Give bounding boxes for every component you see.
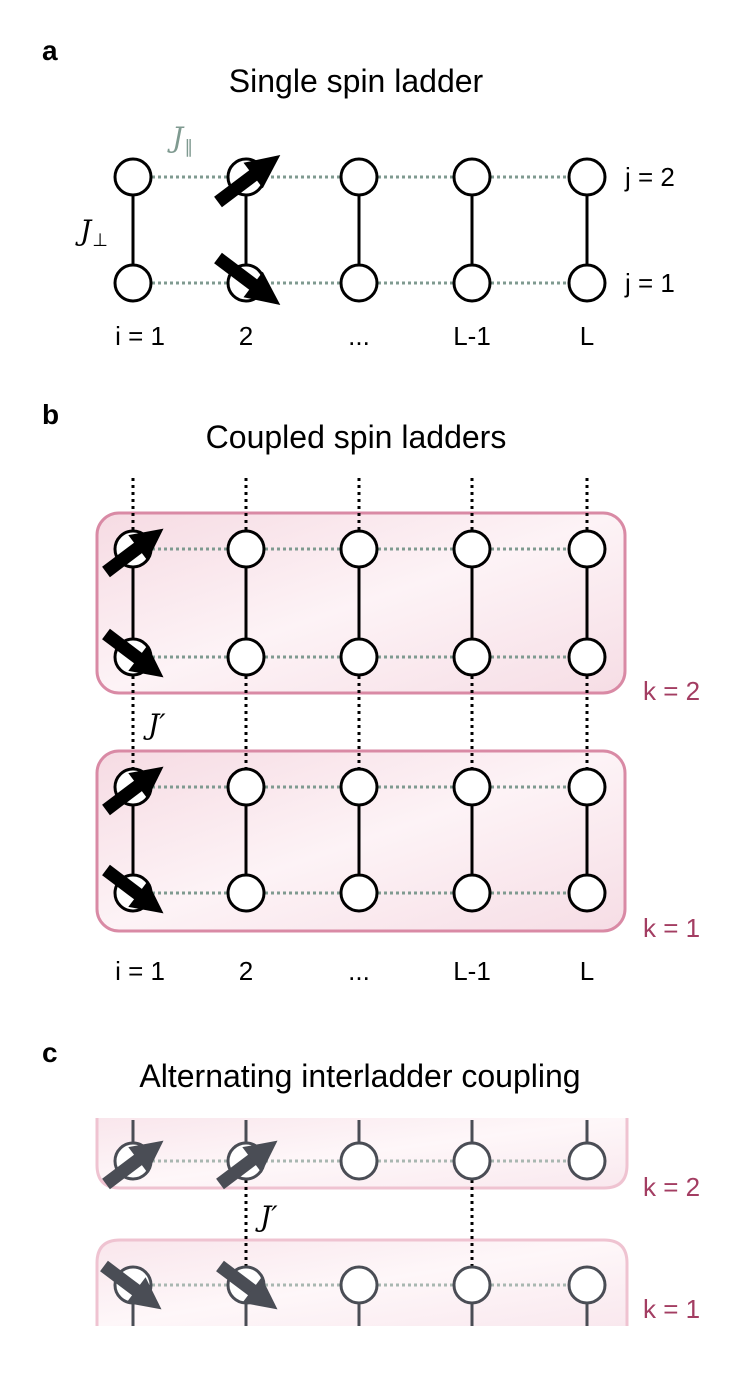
- site-label: i = 1: [115, 956, 165, 986]
- spin-up-arrow-icon: [102, 528, 164, 578]
- panel-b-title: Coupled spin ladders: [206, 419, 507, 455]
- spin-down-arrow-icon: [100, 1260, 162, 1310]
- spin-down-arrow-icon: [102, 864, 164, 914]
- spin-arrows: [214, 155, 281, 305]
- panel-a-title: Single spin ladder: [229, 63, 484, 99]
- sites: [113, 529, 607, 913]
- ladder-label-k1: k = 1: [643, 1294, 700, 1324]
- site: [567, 263, 607, 303]
- row-label-j2: j = 2: [624, 162, 675, 192]
- site: [339, 157, 379, 197]
- rung-bonds: [131, 196, 589, 264]
- site-label: L: [580, 321, 594, 351]
- spin-down-arrow-icon: [214, 252, 281, 305]
- site: [452, 263, 492, 303]
- leg-bonds: [152, 547, 568, 895]
- interladder-bonds: [131, 478, 589, 768]
- spin-up-arrow-icon: [214, 155, 281, 208]
- spin-arrows: [102, 528, 164, 914]
- site-label: ...: [348, 321, 370, 351]
- spin-arrows: [100, 1140, 278, 1310]
- site-label: 2: [239, 956, 253, 986]
- interladder-coupling-label: J′: [143, 708, 166, 741]
- site: [113, 263, 153, 303]
- ladder-label-k2: k = 2: [643, 1172, 700, 1202]
- site: [339, 263, 379, 303]
- row-label-j1: j = 1: [624, 268, 675, 298]
- panel-c: c Alternating interladder coupling: [42, 1037, 700, 1326]
- panel-b-letter: b: [42, 399, 59, 430]
- spin-up-arrow-icon: [216, 1140, 278, 1190]
- leg-bonds: [152, 175, 568, 285]
- site-label: i = 1: [115, 321, 165, 351]
- site: [452, 157, 492, 197]
- spin-up-arrow-icon: [102, 1140, 164, 1190]
- spin-down-arrow-icon: [102, 628, 164, 678]
- panel-a: a Single spin ladder: [42, 35, 675, 351]
- site-label: 2: [239, 321, 253, 351]
- rung-stubs: [131, 1120, 589, 1326]
- site-label: L-1: [453, 956, 491, 986]
- leg-bonds: [152, 1159, 568, 1287]
- panel-c-letter: c: [42, 1037, 58, 1068]
- coupling-perp-label: J⊥: [75, 214, 108, 251]
- spin-down-arrow-icon: [216, 1260, 278, 1310]
- interladder-bonds: [244, 1180, 474, 1266]
- rung-bonds: [131, 568, 589, 874]
- panel-a-letter: a: [42, 35, 58, 66]
- site: [113, 157, 153, 197]
- site-label: L-1: [453, 321, 491, 351]
- site-label: ...: [348, 956, 370, 986]
- panel-b: b Coupled spin ladders: [42, 399, 700, 986]
- coupling-parallel-label: J∥: [167, 121, 193, 158]
- ladder-label-k1: k = 1: [643, 913, 700, 943]
- panel-c-title: Alternating interladder coupling: [139, 1058, 580, 1094]
- spin-up-arrow-icon: [102, 766, 164, 816]
- interladder-coupling-label: J′: [255, 1200, 278, 1233]
- ladder-label-k2: k = 2: [643, 676, 700, 706]
- site: [567, 157, 607, 197]
- site-label: L: [580, 956, 594, 986]
